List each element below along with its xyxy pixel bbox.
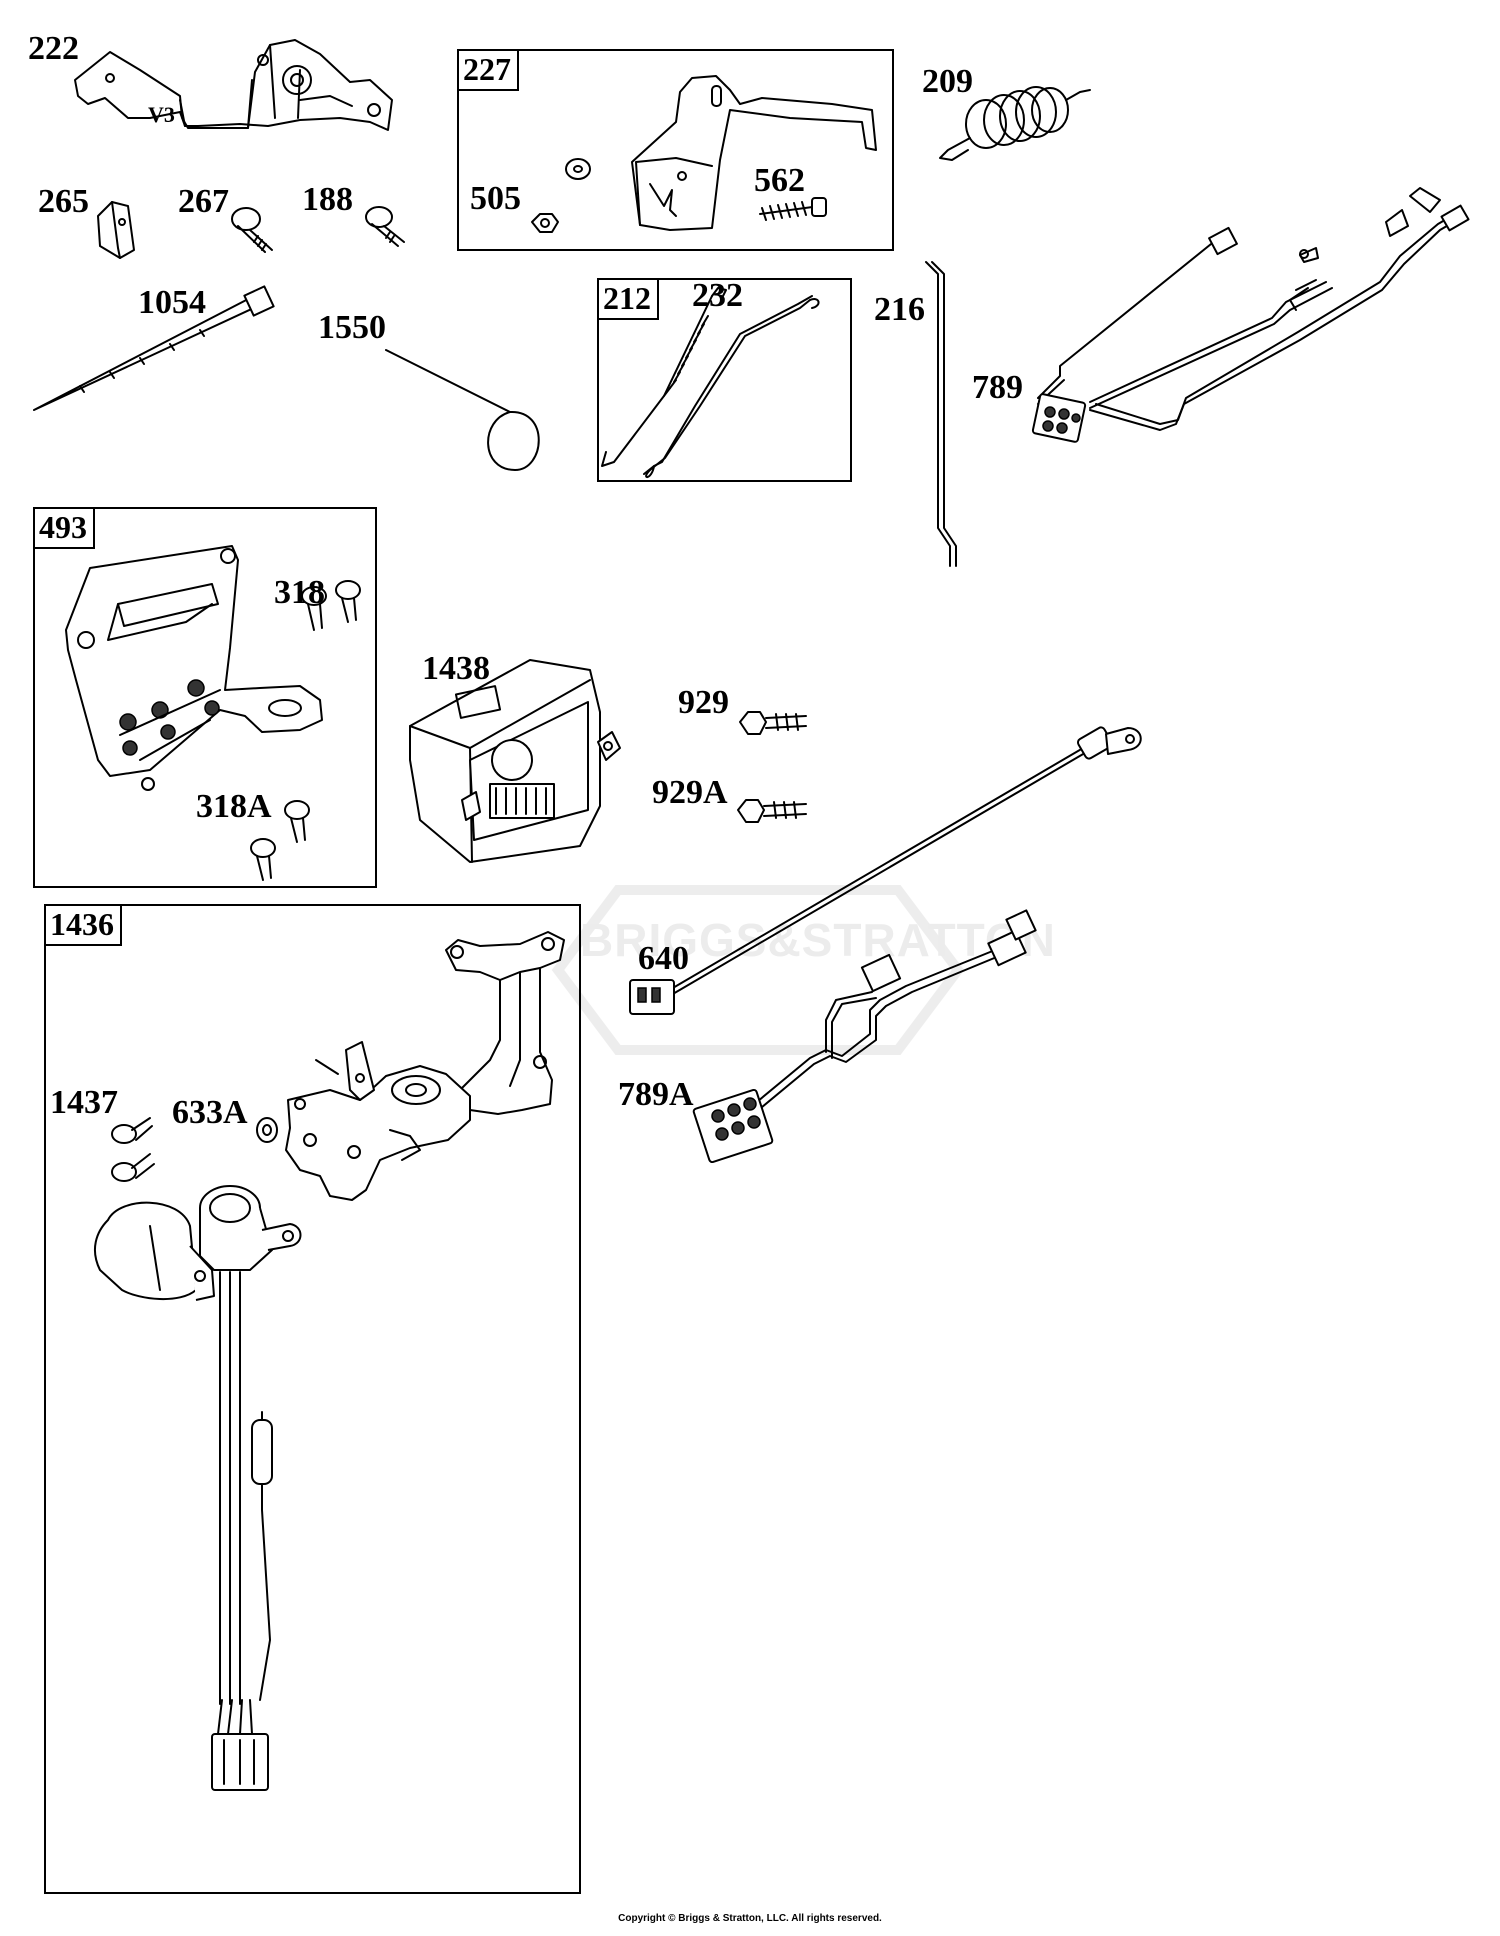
callout-216: 216	[874, 291, 925, 328]
group-label-212: 212	[597, 278, 659, 320]
part-929a-screw	[737, 799, 807, 823]
part-265-clip	[97, 201, 135, 259]
callout-1054: 1054	[138, 284, 206, 321]
callout-640: 640	[638, 940, 689, 977]
group-box-227	[457, 49, 894, 251]
callout-929a: 929A	[652, 774, 728, 811]
callout-1438: 1438	[422, 650, 490, 687]
group-label-493: 493	[33, 507, 95, 549]
callout-789a: 789A	[618, 1076, 694, 1113]
callout-318: 318	[274, 574, 325, 611]
callout-633a: 633A	[172, 1094, 248, 1131]
part-1438-control-module	[409, 659, 621, 863]
part-318a-screws	[250, 800, 310, 881]
part-318-screws	[301, 580, 361, 631]
group-box-493	[33, 507, 377, 888]
part-633a-washer	[256, 1117, 278, 1143]
callout-188: 188	[302, 181, 353, 218]
group-label-1436: 1436	[44, 904, 122, 946]
part-562-screw	[759, 197, 827, 221]
callout-318a: 318A	[196, 788, 272, 825]
group-box-1436	[44, 904, 581, 1894]
part-209-spring	[939, 86, 1091, 161]
part-789a-wire-harness	[692, 909, 1037, 1164]
part-227-throttle-lever	[531, 75, 877, 233]
callout-789: 789	[972, 369, 1023, 406]
part-188-screw	[365, 206, 405, 247]
callout-267: 267	[178, 183, 229, 220]
part-267-screw	[231, 207, 273, 253]
part-1436-throttle-sensor	[93, 1185, 302, 1791]
part-1550-pin	[385, 349, 540, 471]
callout-1437: 1437	[50, 1084, 118, 1121]
part-789-wire-harness	[1031, 187, 1470, 443]
callout-209: 209	[922, 63, 973, 100]
part-232-governor-spring	[601, 287, 727, 467]
part-216-throttle-rod	[925, 261, 957, 567]
callout-222: 222	[28, 30, 79, 67]
v3-mark: V3	[148, 102, 175, 127]
part-1437-screws	[111, 1117, 155, 1182]
callout-562: 562	[754, 162, 805, 199]
callout-265: 265	[38, 183, 89, 220]
watermark-logo	[551, 885, 965, 1055]
group-box-212	[597, 278, 852, 482]
part-1436-bracket	[285, 931, 565, 1201]
callout-505: 505	[470, 180, 521, 217]
copyright-notice: Copyright © Briggs & Stratton, LLC. All …	[618, 1913, 882, 1924]
callout-1550: 1550	[318, 309, 386, 346]
part-222-control-plate	[74, 39, 393, 131]
part-929-screw	[739, 711, 807, 735]
part-212-governor-link	[643, 295, 820, 478]
part-640-sensor-wire	[629, 726, 1142, 1015]
part-1054-cable-tie	[33, 285, 275, 411]
callout-232: 232	[692, 277, 743, 314]
callout-929: 929	[678, 684, 729, 721]
group-label-227: 227	[457, 49, 519, 91]
part-493-bracket	[65, 545, 323, 791]
